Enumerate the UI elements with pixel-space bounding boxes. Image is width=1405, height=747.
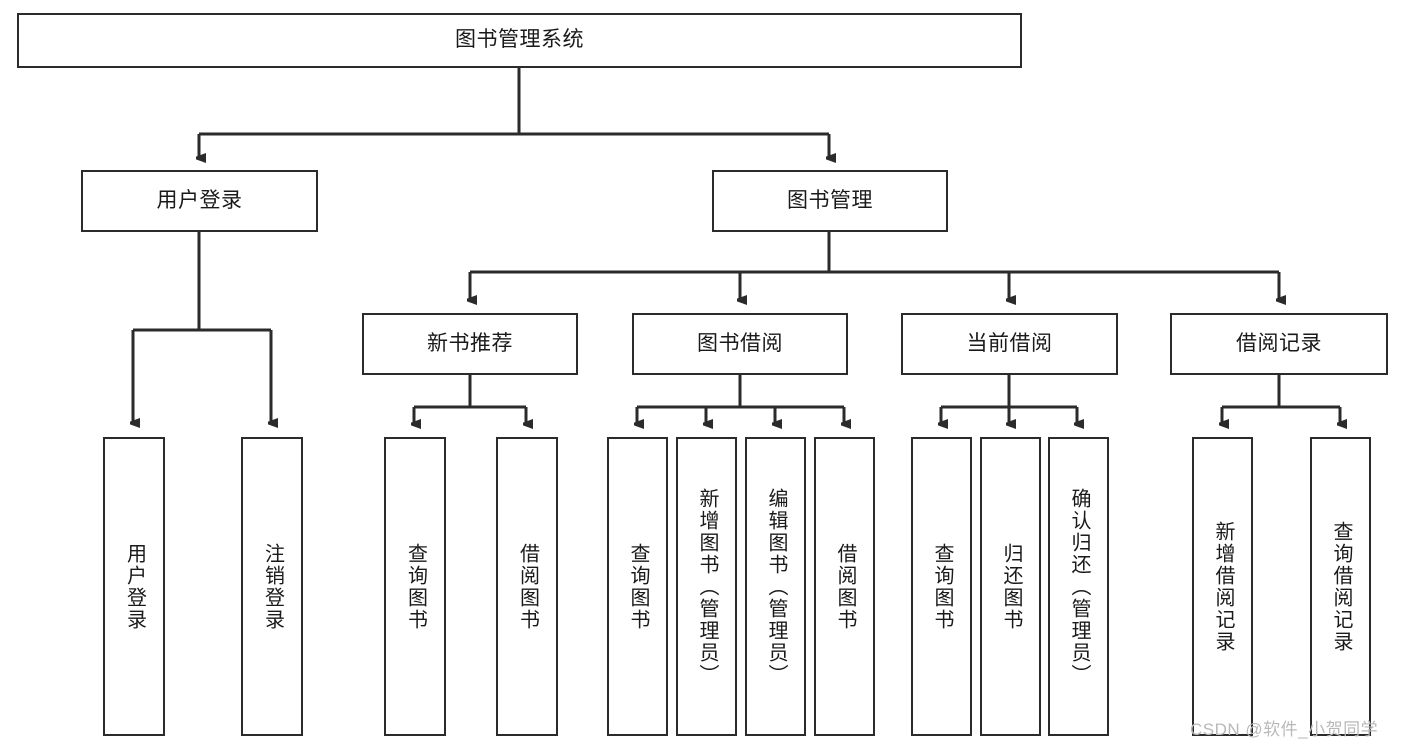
node-leaf-add-book-admin[interactable]: 新增图书（管理员） (676, 437, 737, 736)
node-book-borrow[interactable]: 图书借阅 (632, 313, 848, 375)
node-new-book-recommend[interactable]: 新书推荐 (362, 313, 578, 375)
node-leaf-return-book-label: 归还图书 (1000, 542, 1022, 631)
node-leaf-query-book-recommend[interactable]: 查询图书 (384, 437, 446, 736)
node-leaf-borrow-book[interactable]: 借阅图书 (814, 437, 875, 736)
node-book-management-label: 图书管理 (787, 188, 873, 212)
node-leaf-user-login[interactable]: 用户登录 (103, 437, 165, 736)
node-leaf-add-book-admin-label: 新增图书（管理员） (696, 487, 718, 686)
node-root-system-label: 图书管理系统 (455, 28, 584, 52)
node-borrow-record-label: 借阅记录 (1236, 331, 1322, 355)
connector-group-new-book (414, 375, 526, 424)
node-leaf-confirm-return-admin-label: 确认归还（管理员） (1068, 487, 1090, 686)
node-leaf-user-login-label: 用户登录 (123, 542, 146, 631)
node-user-login[interactable]: 用户登录 (81, 170, 318, 232)
node-leaf-add-borrow-record-label: 新增借阅记录 (1212, 520, 1234, 653)
node-leaf-confirm-return-admin[interactable]: 确认归还（管理员） (1048, 437, 1109, 736)
node-leaf-query-borrow-record[interactable]: 查询借阅记录 (1310, 437, 1371, 736)
node-leaf-return-book[interactable]: 归还图书 (980, 437, 1041, 736)
connector-group-book-manage (470, 232, 1279, 300)
node-leaf-query-book-current[interactable]: 查询图书 (911, 437, 972, 736)
node-leaf-query-book-current-label: 查询图书 (931, 542, 953, 631)
connector-group-current-borrow (941, 375, 1077, 424)
connector-group-user-login (133, 232, 271, 423)
node-book-management[interactable]: 图书管理 (712, 170, 948, 232)
node-leaf-query-book-recommend-label: 查询图书 (404, 542, 427, 631)
connector-group-borrow-record (1222, 375, 1340, 424)
node-leaf-add-borrow-record[interactable]: 新增借阅记录 (1192, 437, 1253, 736)
node-leaf-query-borrow-record-label: 查询借阅记录 (1330, 520, 1352, 653)
connector-group-book-borrow (637, 375, 844, 424)
node-new-book-recommend-label: 新书推荐 (427, 331, 513, 355)
node-book-borrow-label: 图书借阅 (697, 331, 783, 355)
node-borrow-record[interactable]: 借阅记录 (1170, 313, 1388, 375)
connector-group-root (199, 68, 829, 158)
node-user-login-label: 用户登录 (156, 188, 243, 212)
node-current-borrow-label: 当前借阅 (966, 331, 1053, 355)
node-current-borrow[interactable]: 当前借阅 (901, 313, 1118, 375)
node-leaf-edit-book-admin-label: 编辑图书（管理员） (765, 487, 787, 686)
node-leaf-borrow-book-label: 借阅图书 (834, 542, 856, 631)
node-leaf-query-book-borrow[interactable]: 查询图书 (607, 437, 668, 736)
node-leaf-query-book-borrow-label: 查询图书 (627, 542, 649, 631)
node-leaf-edit-book-admin[interactable]: 编辑图书（管理员） (745, 437, 806, 736)
node-root-system[interactable]: 图书管理系统 (17, 13, 1022, 68)
node-leaf-logout[interactable]: 注销登录 (241, 437, 303, 736)
node-leaf-logout-label: 注销登录 (261, 542, 284, 631)
node-leaf-borrow-book-recommend-label: 借阅图书 (516, 542, 539, 631)
node-leaf-borrow-book-recommend[interactable]: 借阅图书 (496, 437, 558, 736)
